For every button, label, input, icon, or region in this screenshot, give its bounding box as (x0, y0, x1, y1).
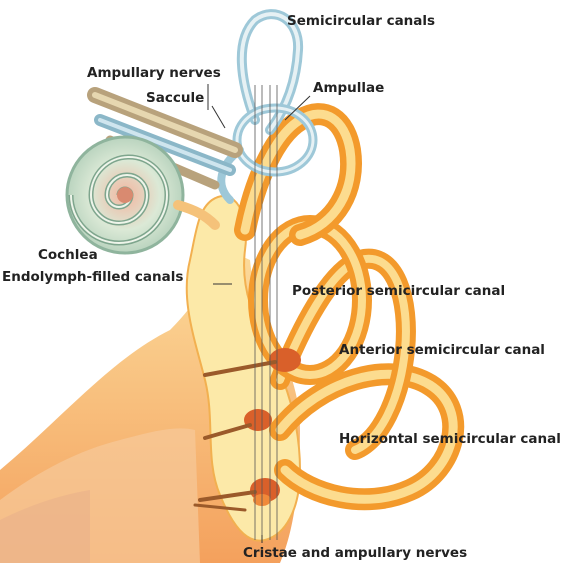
label-cristae: Cristae and ampullary nerves (243, 545, 467, 561)
cochlea-shape (67, 137, 183, 253)
label-ampullae: Ampullae (313, 80, 384, 96)
label-posterior-canal: Posterior semicircular canal (292, 283, 505, 299)
label-semicircular-canals: Semicircular canals (287, 13, 435, 29)
label-cochlea: Cochlea (38, 247, 98, 263)
label-ampullary-nerves: Ampullary nerves (87, 65, 221, 81)
label-endolymph-canals: Endolymph-filled canals (2, 269, 183, 285)
label-horizontal-canal: Horizontal semicircular canal (339, 431, 561, 447)
label-saccule: Saccule (146, 90, 204, 106)
label-anterior-canal: Anterior semicircular canal (339, 342, 545, 358)
